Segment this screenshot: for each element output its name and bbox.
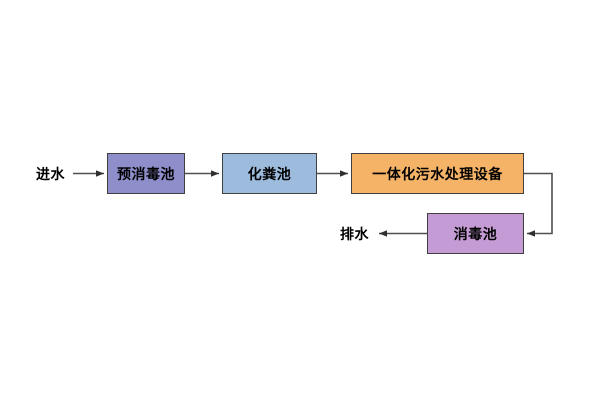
- node-disinfection-tank[interactable]: 消毒池: [427, 213, 524, 254]
- node-integrated-sewage-treatment-equipment[interactable]: 一体化污水处理设备: [351, 153, 524, 194]
- inflow-label: 进水: [36, 167, 65, 183]
- node-septic-tank[interactable]: 化粪池: [222, 153, 317, 194]
- outflow-label: 排水: [340, 227, 369, 243]
- edge-integrated-to-disinfect: [524, 172, 553, 237]
- node-pre-disinfection-tank[interactable]: 预消毒池: [107, 153, 185, 194]
